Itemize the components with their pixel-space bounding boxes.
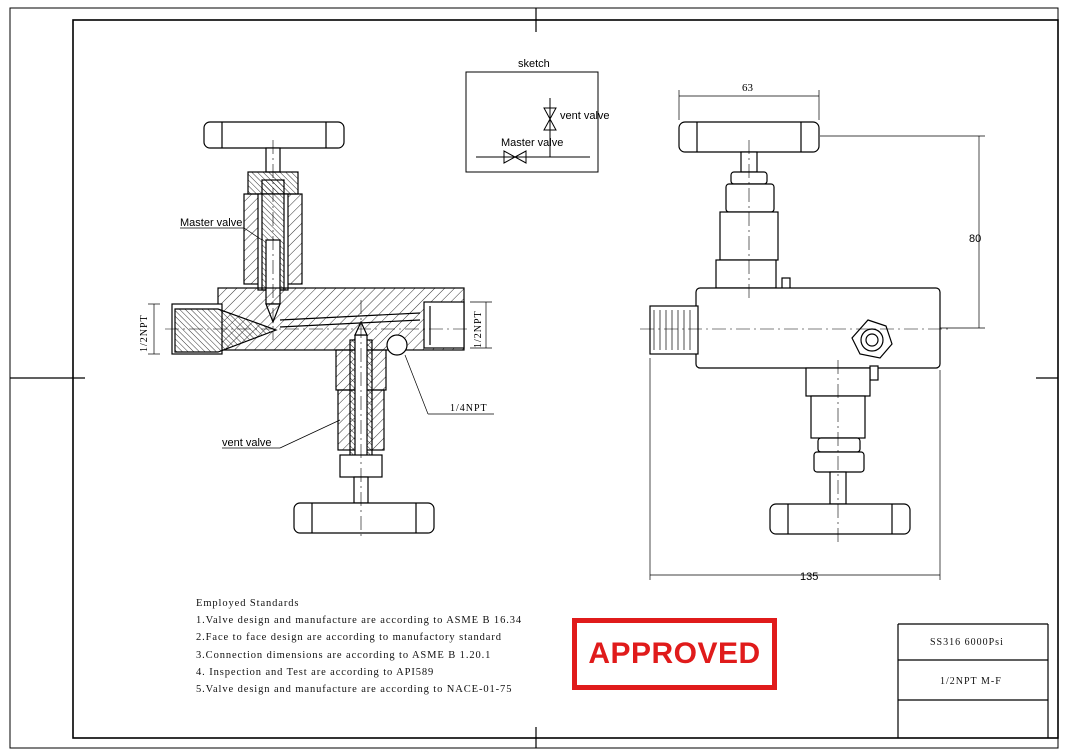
note-item: 3.Connection dimensions are according to… <box>196 649 492 661</box>
dim-width: 63 <box>742 82 754 94</box>
note-item: 2.Face to face design are according to m… <box>196 632 502 644</box>
note-item: 1.Valve design and manufacture are accor… <box>196 615 523 627</box>
sketch-master-label: Master valve <box>501 137 563 149</box>
section-view <box>148 121 494 540</box>
vent-thread-label: 1/4NPT <box>450 403 488 414</box>
outlet-thread-label: 1/2NPT <box>473 310 484 348</box>
schematic-sketch: sketch vent valve Master valve <box>465 58 610 173</box>
connection-spec: 1/2NPT M-F <box>940 676 1002 687</box>
notes-heading: Employed Standards <box>196 598 300 609</box>
inlet-thread-label: 1/2NPT <box>139 314 150 352</box>
sketch-vent-label: vent valve <box>560 110 610 122</box>
approved-stamp: APPROVED <box>572 618 777 690</box>
section-labels: Master valve vent valve 1/2NPT 1/2NPT 1/… <box>139 217 488 449</box>
standards-notes: Employed Standards 1.Valve design and ma… <box>196 595 576 698</box>
note-item: 4. Inspection and Test are according to … <box>196 666 435 678</box>
sketch-title: sketch <box>518 58 550 70</box>
dim-height: 80 <box>969 233 981 245</box>
master-valve-label: Master valve <box>180 217 242 229</box>
side-view <box>640 90 985 580</box>
dim-length: 135 <box>800 571 818 583</box>
stamp-text: APPROVED <box>588 637 761 670</box>
vent-valve-label: vent valve <box>222 437 272 449</box>
drawing-frame <box>9 7 1059 749</box>
side-dimensions: 63 80 135 <box>742 82 981 583</box>
material-rating: SS316 6000Psi <box>930 637 1004 648</box>
note-item: 5.Valve design and manufacture are accor… <box>196 684 513 696</box>
title-block <box>897 623 1049 738</box>
